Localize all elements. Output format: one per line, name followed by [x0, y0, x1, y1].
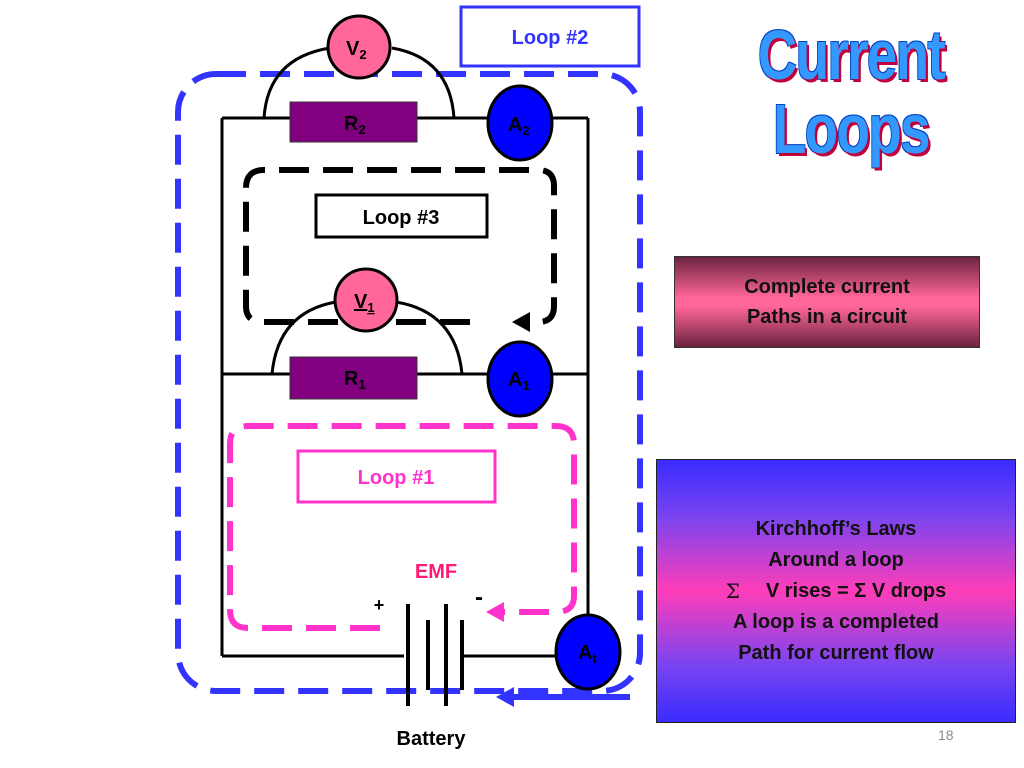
voltmeter-v1: [333, 267, 399, 333]
complete-paths-box: Complete current Paths in a circuit: [674, 256, 980, 348]
ammeter-at-sub: t: [592, 651, 597, 666]
voltmeter-v2-sub: 2: [359, 47, 366, 62]
ammeter-a1: [486, 340, 554, 418]
svg-text:A1: A1: [508, 369, 530, 393]
complete-box-line1: Complete current: [744, 276, 910, 298]
resistor-r2-label: R: [344, 113, 359, 135]
svg-text:Loop #3: Loop #3: [363, 207, 440, 229]
ammeter-at: [554, 613, 622, 691]
svg-text:V1: V1: [354, 291, 375, 315]
ammeter-a2-sub: 2: [522, 123, 529, 138]
loop1-label-box: [296, 449, 497, 504]
kirchhoff-line5: Path for current flow: [738, 641, 934, 664]
emf-label: EMF: [415, 561, 457, 583]
title-line2: Loops: [773, 90, 931, 168]
svg-text:EMF: EMF: [415, 561, 457, 583]
svg-text:+: +: [374, 595, 385, 615]
battery-plus-label: +: [374, 595, 385, 615]
slide-title: Current Loops: [754, 18, 949, 166]
ammeter-a1-sub: 1: [522, 378, 529, 393]
ammeter-at-label: A: [578, 642, 592, 664]
page-number: 18: [938, 727, 954, 743]
loop3-arrowhead: [512, 312, 530, 332]
loop2-label: Loop #2: [512, 27, 589, 49]
kirchhoff-line3: V rises = Σ V drops: [765, 579, 947, 602]
resistor-r1: [289, 356, 418, 400]
battery-label: Battery: [397, 728, 467, 750]
ammeter-a2-label: A: [508, 114, 522, 136]
svg-text:V2: V2: [346, 38, 367, 62]
kirchhoff-line1: Kirchhoff’s Laws: [755, 517, 917, 540]
svg-text:R2: R2: [344, 113, 366, 137]
svg-text:R1: R1: [344, 368, 366, 392]
svg-text:Loop #1: Loop #1: [358, 467, 435, 489]
loop2-arrowhead: [496, 687, 514, 707]
svg-text:At: At: [578, 642, 597, 666]
svg-text:Battery: Battery: [397, 728, 467, 750]
loop1-arrowhead: [486, 602, 504, 622]
svg-text:Loop #2: Loop #2: [512, 27, 589, 49]
svg-text:-: -: [475, 584, 483, 611]
complete-box-line2: Paths in a circuit: [746, 306, 908, 328]
loop2-label-box: [459, 5, 641, 68]
resistor-r2: [289, 101, 418, 143]
ammeter-a1-label: A: [508, 369, 522, 391]
loop3-label-box: [314, 193, 489, 239]
loop3-label: Loop #3: [363, 207, 440, 229]
resistor-r1-sub: 1: [358, 377, 365, 392]
resistor-r2-sub: 2: [358, 122, 365, 137]
title-line1: Current: [757, 16, 946, 94]
kirchhoff-line4: A loop is a completed: [733, 610, 939, 633]
voltmeter-v1-label: V: [354, 291, 368, 313]
kirchhoff-sum-row: Σ V rises = Σ V drops: [726, 576, 947, 607]
loop1-dashed-path: [227, 423, 577, 631]
loop3-dashed-path: [243, 167, 557, 325]
loop1-label: Loop #1: [358, 467, 435, 489]
battery-symbol: [406, 604, 464, 706]
resistor-r1-label: R: [344, 368, 359, 390]
svg-text:A2: A2: [508, 114, 530, 138]
ammeter-a2: [486, 84, 554, 162]
voltmeter-v1-sub: 1: [367, 300, 374, 315]
kirchhoff-line2: Around a loop: [768, 548, 904, 571]
voltmeter-v2-label: V: [346, 38, 360, 60]
sigma-symbol: Σ: [725, 578, 740, 603]
battery-minus-label: -: [475, 584, 483, 611]
kirchhoff-laws-box: Kirchhoff’s Laws Around a loop Σ V rises…: [656, 459, 1016, 723]
voltmeter-v2: [326, 14, 392, 80]
